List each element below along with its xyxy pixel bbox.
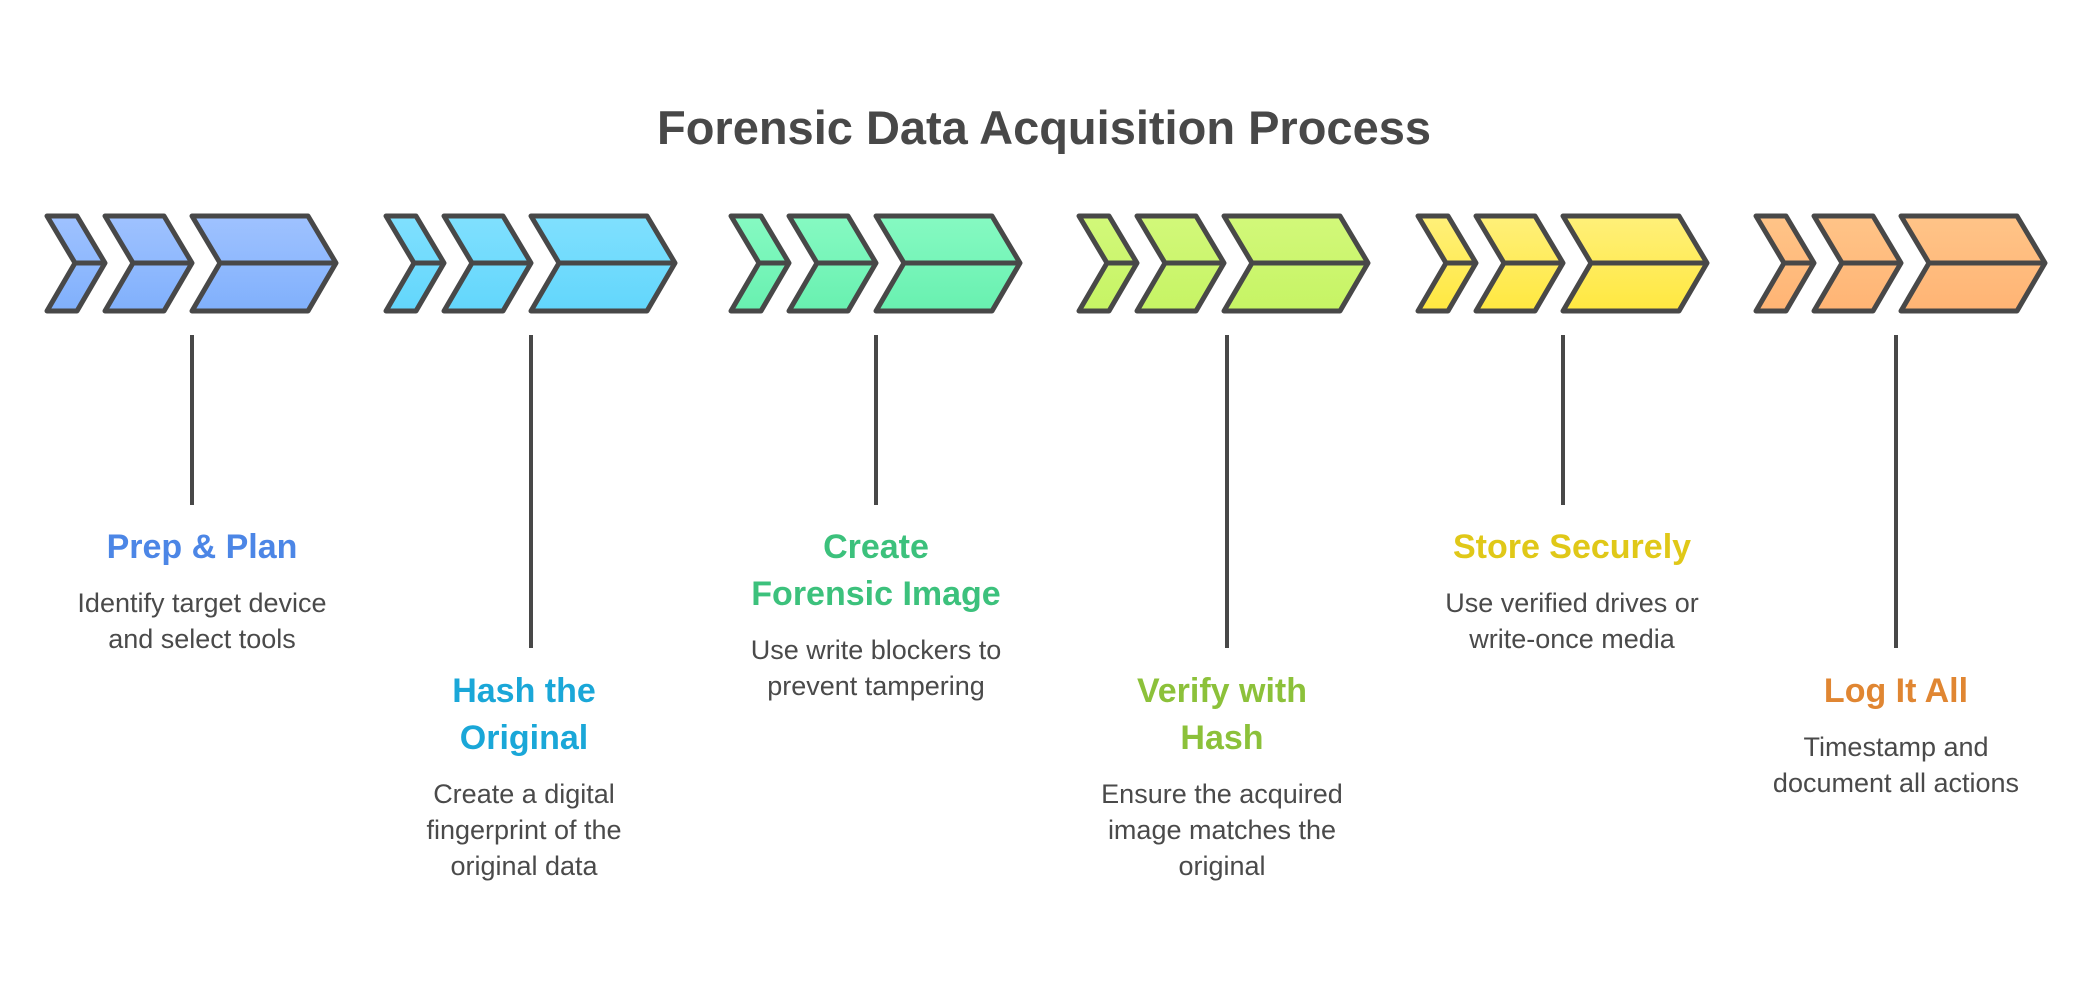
- step-description-line: Create a digital: [433, 779, 615, 809]
- step-heading: Prep & Plan: [32, 524, 372, 571]
- step-description-line: document all actions: [1772, 768, 2020, 798]
- step-description: Timestamp and document all actions: [1726, 729, 2066, 801]
- step-heading-line: Create: [823, 528, 929, 566]
- step-heading-line: Hash: [1180, 719, 1264, 757]
- step-description-line: write-once media: [1469, 624, 1675, 654]
- step-description-line: Use write blockers to: [750, 635, 1002, 665]
- chevron-group-step-3: [728, 213, 1023, 314]
- step-heading-line: Verify with: [1136, 672, 1308, 710]
- chevron-group-step-5: [1415, 213, 1710, 314]
- step-heading-line: Prep & Plan: [106, 528, 298, 566]
- step-description-line: image matches the: [1107, 815, 1337, 845]
- step-heading: Store Securely: [1402, 524, 1742, 571]
- step-description-line: fingerprint of the: [426, 815, 622, 845]
- step-heading-line: Log It All: [1823, 672, 1969, 710]
- step-description-line: and select tools: [108, 624, 296, 654]
- chevron-group-step-6: [1753, 213, 2048, 314]
- step-heading-line: Store Securely: [1452, 528, 1692, 566]
- step-heading-line: Forensic Image: [751, 575, 1001, 613]
- step-description: Create a digital fingerprint of the origin…: [354, 776, 694, 884]
- chevron-group-step-2: [383, 213, 678, 314]
- step-description: Use write blockers to prevent tampering: [706, 632, 1046, 704]
- step-description-line: Ensure the acquired: [1101, 779, 1343, 809]
- step-description: Ensure the acquired image matches the orig…: [1052, 776, 1392, 884]
- step-heading-line: Original: [459, 719, 589, 757]
- step-heading: Log It All: [1726, 668, 2066, 715]
- step-description-line: original: [1178, 851, 1266, 881]
- step-description-line: Use verified drives or: [1445, 588, 1699, 618]
- step-heading-line: Hash the: [452, 672, 596, 710]
- diagram-title: Forensic Data Acquisition Process: [657, 101, 1431, 154]
- step-description-line: Identify target device: [77, 588, 327, 618]
- chevron-group-step-4: [1076, 213, 1371, 314]
- step-description-line: original data: [450, 851, 598, 881]
- chevron-group-step-1: [44, 213, 339, 314]
- step-description: Identify target device and select tools: [32, 585, 372, 657]
- step-description: Use verified drives or write-once media: [1402, 585, 1742, 657]
- step-description-line: Timestamp and: [1803, 732, 1989, 762]
- step-description-line: prevent tampering: [767, 671, 985, 701]
